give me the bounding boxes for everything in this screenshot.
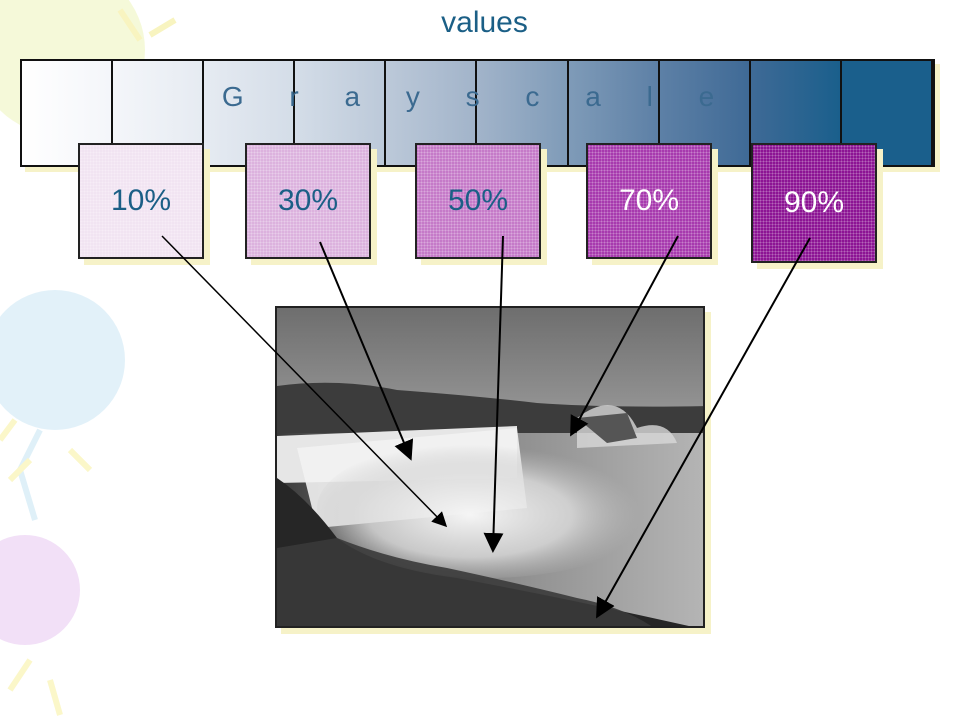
swatch-label: 70%: [618, 184, 680, 217]
waterfall-photo: [275, 306, 705, 628]
grayscale-label: G r a y s c a l e: [221, 81, 734, 112]
swatch-label: 90%: [783, 186, 845, 219]
value-swatch-50: 50%: [415, 143, 541, 259]
value-swatch-70: 70%: [586, 143, 712, 259]
value-swatch-10: 10%: [78, 143, 204, 259]
swatch-label: 30%: [277, 184, 339, 217]
swatch-label: 10%: [110, 184, 172, 217]
grayscale-cell: [22, 61, 114, 165]
page-title: values: [441, 6, 528, 39]
value-swatch-30: 30%: [245, 143, 371, 259]
value-swatch-90: 90%: [751, 143, 877, 263]
swatch-label: 50%: [447, 184, 509, 217]
waterfall-image: [277, 308, 703, 626]
